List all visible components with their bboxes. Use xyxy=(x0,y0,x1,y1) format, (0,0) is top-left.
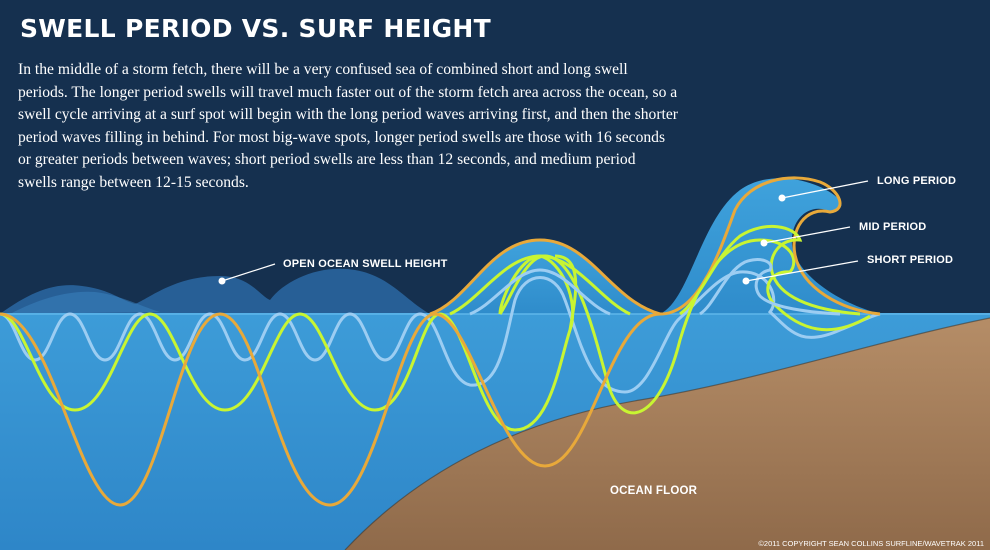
mid-period-breaking xyxy=(679,224,861,316)
swell-bump xyxy=(10,291,160,314)
page-title: SWELL PERIOD VS. SURF HEIGHT xyxy=(20,14,491,43)
open-ocean-swells xyxy=(0,268,430,314)
ocean-floor xyxy=(345,318,990,550)
wave-crest-breaking xyxy=(660,178,880,314)
pointer-dot xyxy=(778,194,786,202)
description-text: In the middle of a storm fetch, there wi… xyxy=(18,61,678,191)
mid-period-crest xyxy=(449,254,631,316)
pointer-dot xyxy=(742,277,750,285)
copyright-notice: ©2011 COPYRIGHT SEAN COLLINS SURFLINE/WA… xyxy=(758,539,984,548)
label-ocean-floor: OCEAN FLOOR xyxy=(610,485,698,497)
short-period-wave xyxy=(0,270,881,394)
short-period-breaking xyxy=(699,258,841,316)
long-period-crest xyxy=(429,238,661,316)
short-period-crest xyxy=(469,268,611,316)
label-short-period: SHORT PERIOD xyxy=(867,254,954,266)
long-period-wave xyxy=(0,176,881,507)
pointer-dot xyxy=(760,239,768,247)
label-pointers xyxy=(218,180,869,285)
label-open-ocean-swell-height: OPEN OCEAN SWELL HEIGHT xyxy=(283,258,448,270)
mid-period-wave xyxy=(0,238,871,432)
pointer-dot xyxy=(218,277,226,285)
label-mid-period: MID PERIOD xyxy=(859,221,927,233)
label-long-period: LONG PERIOD xyxy=(877,175,957,187)
